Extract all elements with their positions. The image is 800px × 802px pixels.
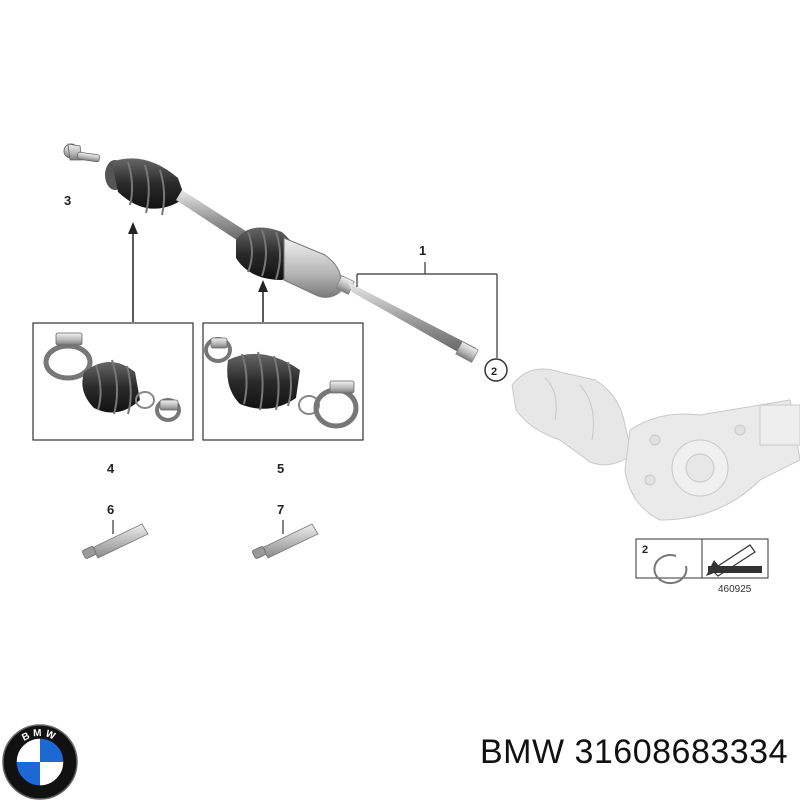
image-code: 460925: [718, 584, 752, 595]
snap-ring-icon: [653, 554, 688, 585]
drive-shaft-assembly: [105, 158, 479, 363]
grease-tube-7: [252, 523, 319, 559]
callout-1: 1: [419, 243, 426, 258]
bmw-logo: BMW: [2, 724, 78, 800]
brand-name: BMW: [479, 733, 565, 771]
part-number: 31608683334: [574, 733, 788, 771]
logo-lettering: BMW: [20, 728, 59, 744]
callout-2: 2: [491, 366, 497, 378]
legend-ring-number: 2: [642, 544, 648, 556]
callout-1-bracket: [356, 262, 498, 358]
callout-3: 3: [64, 193, 71, 208]
outer-boot-kit-frame: [32, 322, 194, 441]
outer-boot-kit: [43, 332, 181, 422]
callout-5: 5: [277, 461, 284, 476]
inner-boot-kit-frame: [202, 322, 364, 441]
bolt-part: [63, 143, 100, 163]
arrow-4: [128, 222, 138, 322]
part-label: BMW 31608683334: [480, 733, 788, 772]
transmission-housing: [511, 368, 800, 521]
callout-7: 7: [277, 502, 284, 517]
callout-4: 4: [107, 461, 115, 476]
callout-6: 6: [107, 502, 114, 517]
inner-boot-kit: [204, 337, 359, 429]
legend-box: 2 460925: [635, 538, 769, 595]
grease-tube-6: [82, 523, 149, 559]
arrow-5: [258, 280, 268, 322]
callout-2-circle: [484, 358, 508, 382]
replace-arrow-icon: [706, 544, 762, 577]
